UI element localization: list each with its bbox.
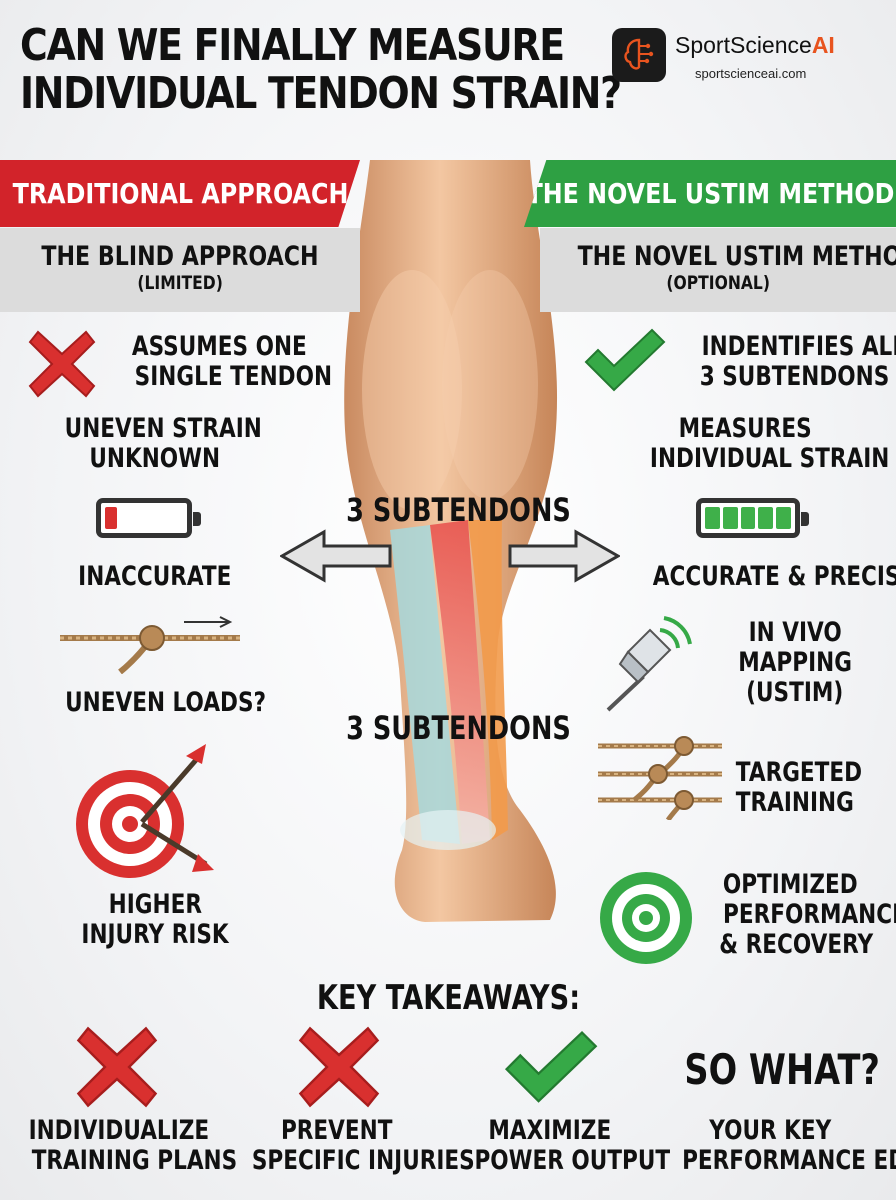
takeaway-individualize: INDIVIDUALIZE TRAINING PLANS <box>28 1115 238 1176</box>
key-takeaways-heading: KEY TAKEAWAYS: <box>316 978 580 1018</box>
identifies-subtendons-text: INDENTIFIES ALL 3 SUBTENDONS <box>699 331 896 392</box>
takeaway-prevent: PREVENT SPECIFIC INJURIES <box>251 1115 475 1176</box>
double-arrow-icon <box>280 529 620 583</box>
page-title: CAN WE FINALLY MEASURE INDIVIDUAL TENDON… <box>20 20 622 119</box>
optimized-performance-text: OPTIMIZED PERFORMANCE & RECOVERY <box>719 869 896 960</box>
brand-name: SportScienceAI <box>675 32 835 58</box>
ultrasound-probe-icon <box>606 616 692 712</box>
novel-method-banner: THE NOVEL USTIM METHOD <box>524 160 896 227</box>
target-miss-icon <box>76 744 214 878</box>
traditional-approach-banner: TRADITIONAL APPROACH <box>0 160 360 227</box>
inaccurate-text: INACCURATE <box>78 561 232 592</box>
green-check-icon <box>584 328 666 392</box>
assumes-one-tendon-text: ASSUMES ONE SINGLE TENDON <box>131 331 333 392</box>
red-x-icon <box>76 1026 158 1108</box>
brand-url: sportscienceai.com <box>695 66 807 81</box>
uneven-loads-text: UNEVEN LOADS? <box>65 687 267 718</box>
higher-injury-risk-text: HIGHER INJURY RISK <box>81 889 229 950</box>
takeaway-performance-edge: YOUR KEY PERFORMANCE EDGE <box>682 1115 896 1176</box>
calf-leg-illustration <box>344 160 558 922</box>
brand-logo-icon <box>612 28 666 82</box>
three-ropes-icon <box>598 736 722 820</box>
red-x-icon <box>28 330 96 398</box>
subtendons-label-bottom: 3 SUBTENDONS <box>346 709 571 747</box>
novel-method-header: THE NOVEL USTIM METHOD (OPTIONAL) <box>540 228 896 312</box>
blind-approach-header: THE BLIND APPROACH (LIMITED) <box>0 228 360 312</box>
accurate-precise-text: ACCURATE & PRECISE <box>652 561 896 592</box>
green-check-icon <box>504 1030 598 1103</box>
red-x-icon <box>298 1026 380 1108</box>
so-what-heading: SO WHAT? <box>684 1045 880 1094</box>
targeted-training-text: TARGETED TRAINING <box>735 757 863 818</box>
measures-individual-strain-text: MEASURES INDIVIDUAL STRAIN <box>649 413 890 474</box>
battery-low-icon <box>96 498 201 538</box>
in-vivo-mapping-text: IN VIVO MAPPING (USTIM) <box>738 617 852 708</box>
rope-knot-icon <box>60 616 240 674</box>
green-target-icon <box>600 872 692 964</box>
uneven-strain-unknown-text: UNEVEN STRAIN UNKNOWN <box>64 413 262 474</box>
battery-full-icon <box>696 498 809 538</box>
subtendons-label-top: 3 SUBTENDONS <box>346 491 571 529</box>
takeaway-maximize: MAXIMIZE POWER OUTPUT <box>474 1115 671 1176</box>
